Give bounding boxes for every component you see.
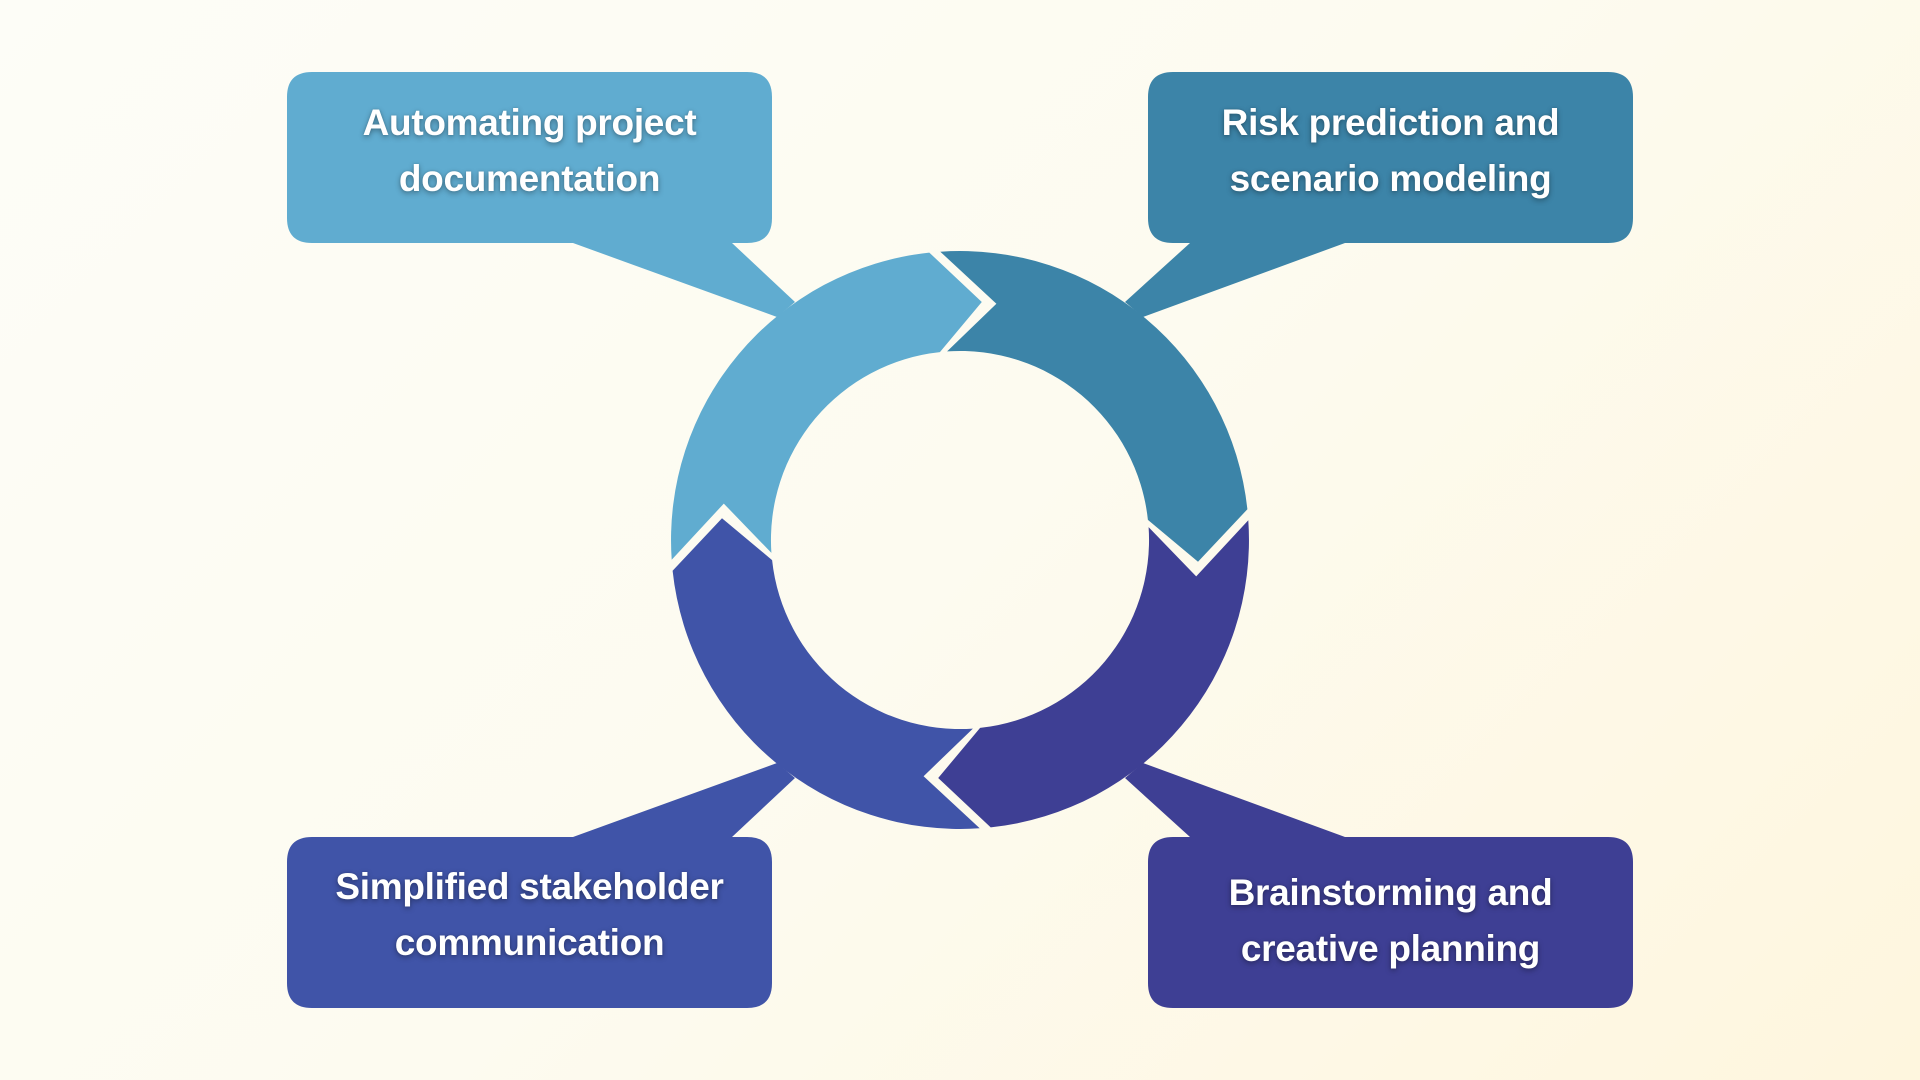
callout-stakeholder-communication xyxy=(287,763,795,1008)
ring-segment-risk-prediction xyxy=(940,251,1248,562)
callout-shapes xyxy=(287,72,1633,1008)
ring-segment-brainstorming xyxy=(938,520,1249,828)
step-label-line: documentation xyxy=(398,158,661,199)
step-label-line: communication xyxy=(394,922,665,963)
step-label-line: Risk prediction and xyxy=(1221,102,1560,143)
step-label-line: Brainstorming and xyxy=(1228,872,1553,913)
cycle-ring xyxy=(671,251,1249,829)
callout-automating-documentation xyxy=(287,72,795,317)
step-label-line: Automating project xyxy=(362,102,697,143)
ring-segment-stakeholder-communication xyxy=(672,518,980,829)
step-label-risk-prediction: Risk prediction and scenario modeling xyxy=(1148,95,1633,207)
step-label-line: scenario modeling xyxy=(1229,158,1552,199)
step-label-stakeholder-communication: Simplified stakeholder communication xyxy=(287,859,772,971)
step-label-line: Simplified stakeholder xyxy=(335,866,724,907)
callout-risk-prediction xyxy=(1125,72,1633,317)
step-label-automating-documentation: Automating project documentation xyxy=(287,95,772,207)
callout-brainstorming xyxy=(1125,763,1633,1008)
step-label-brainstorming: Brainstorming and creative planning xyxy=(1148,865,1633,977)
ring-segment-automating-documentation xyxy=(671,252,982,560)
step-label-line: creative planning xyxy=(1240,928,1541,969)
